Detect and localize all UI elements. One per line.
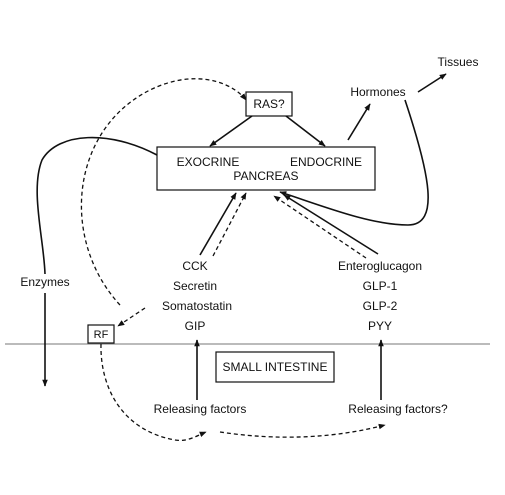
endocrine-to-hormones-arrow — [347, 103, 371, 141]
ras-to-exocrine-arrow — [209, 115, 253, 147]
pancreas-box — [156, 146, 376, 191]
rf-label: RF — [94, 329, 109, 341]
endocrine-label: ENDOCRINE — [290, 155, 362, 169]
rf-to-ras-dashed-arrow — [80, 78, 247, 306]
releasing-factors-left-label: Releasing factors — [154, 402, 247, 416]
pyy-label: PYY — [368, 319, 392, 333]
glp2-label: GLP-2 — [363, 299, 398, 313]
gip-label: GIP — [185, 319, 206, 333]
secretin-label: Secretin — [173, 279, 217, 293]
somatostatin-to-rf-dashed-arrow — [117, 307, 146, 327]
enzymes-label: Enzymes — [20, 275, 69, 289]
cck-to-pancreas-solid-arrow — [199, 192, 237, 256]
exocrine-to-enzymes-arrow — [36, 136, 158, 275]
glp1-label: GLP-1 — [363, 279, 398, 293]
small-intestine-box — [215, 351, 335, 383]
cck-label: CCK — [182, 259, 207, 273]
rf-to-releasing-factors-dashed-arrow — [100, 343, 207, 442]
cck-to-pancreas-dashed-arrow — [212, 192, 247, 257]
exocrine-label: EXOCRINE — [177, 155, 240, 169]
enteroglucagon-label: Enteroglucagon — [338, 259, 422, 273]
releasing-factors-right-label: Releasing factors? — [348, 402, 448, 416]
hormones-to-tissues-arrow — [417, 73, 447, 93]
tissues-label: Tissues — [438, 55, 479, 69]
ras-to-endocrine-arrow — [285, 115, 326, 147]
enteroglucagon-to-pancreas-solid-arrow — [283, 194, 379, 255]
releasing-factors-to-right-dashed-arrow — [219, 423, 386, 438]
hormones-feedback-loop-arrow — [279, 99, 429, 226]
small-intestine-label: SMALL INTESTINE — [223, 360, 328, 374]
ras-label: RAS? — [253, 97, 285, 111]
pancreas-label: PANCREAS — [233, 169, 298, 183]
hormones-label: Hormones — [350, 85, 405, 99]
somatostatin-label: Somatostatin — [162, 299, 232, 313]
ras-box — [245, 91, 293, 117]
enteroglucagon-to-pancreas-dashed-arrow — [273, 195, 367, 259]
rf-box — [87, 324, 115, 344]
